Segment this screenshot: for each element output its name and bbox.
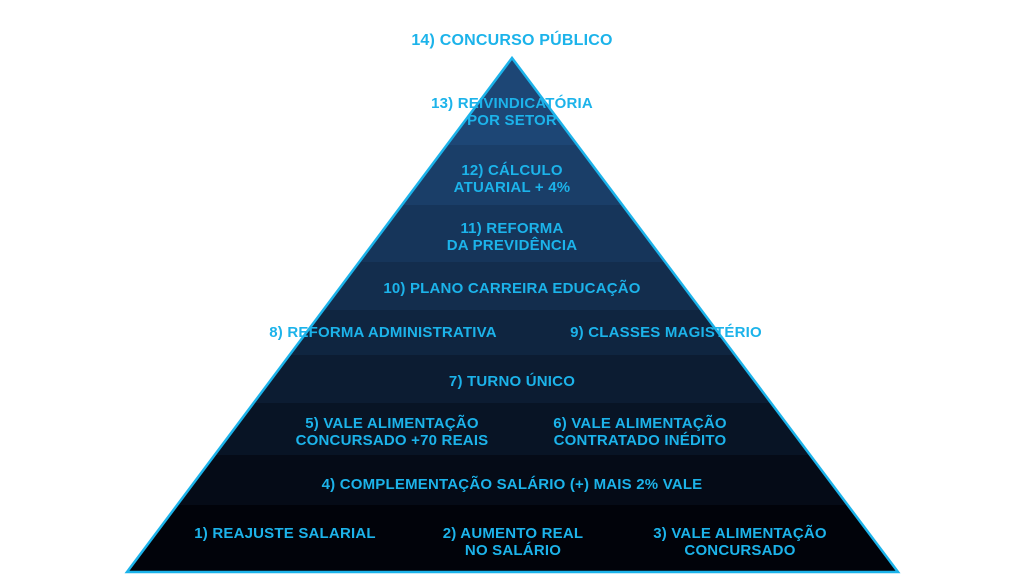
level-10-label: 10) PLANO CARREIRA EDUCAÇÃO xyxy=(383,280,641,297)
level-7-label: 7) TURNO ÚNICO xyxy=(448,373,576,390)
pyramid-band xyxy=(127,310,898,356)
level-12-line2: ATUARIAL + 4% xyxy=(453,179,571,196)
level-3-line2: CONCURSADO xyxy=(684,542,796,559)
level-8-label: 8) REFORMA ADMINISTRATIVA xyxy=(269,324,497,341)
level-2-line2: NO SALÁRIO xyxy=(464,542,562,559)
level-3-line1: 3) VALE ALIMENTAÇÃO xyxy=(653,525,827,542)
level-9-label: 9) CLASSES MAGISTÉRIO xyxy=(570,324,762,341)
pyramid-band xyxy=(127,403,898,456)
level-2-line1: 2) AUMENTO REAL xyxy=(442,525,584,542)
level-14-label: 14) CONCURSO PÚBLICO xyxy=(411,32,613,49)
pyramid-outline xyxy=(124,55,901,574)
level-6-line1: 6) VALE ALIMENTAÇÃO xyxy=(553,415,727,432)
level-5-line2: CONCURSADO +70 REAIS xyxy=(295,432,489,449)
level-13-line2: POR SETOR xyxy=(467,112,557,129)
pyramid-band xyxy=(127,455,898,506)
level-5-line1: 5) VALE ALIMENTAÇÃO xyxy=(305,415,479,432)
level-13-line1: 13) REIVINDICATÓRIA xyxy=(431,95,593,112)
level-11-line2: DA PREVIDÊNCIA xyxy=(446,237,578,254)
level-6-line2: CONTRATADO INÉDITO xyxy=(553,432,727,449)
level-11-line1: 11) REFORMA xyxy=(460,220,564,237)
level-1-label: 1) REAJUSTE SALARIAL xyxy=(194,525,376,542)
level-4-label: 4) COMPLEMENTAÇÃO SALÁRIO (+) MAIS 2% VA… xyxy=(321,476,703,493)
pyramid-band xyxy=(127,505,898,572)
level-12-line1: 12) CÁLCULO xyxy=(461,162,563,179)
